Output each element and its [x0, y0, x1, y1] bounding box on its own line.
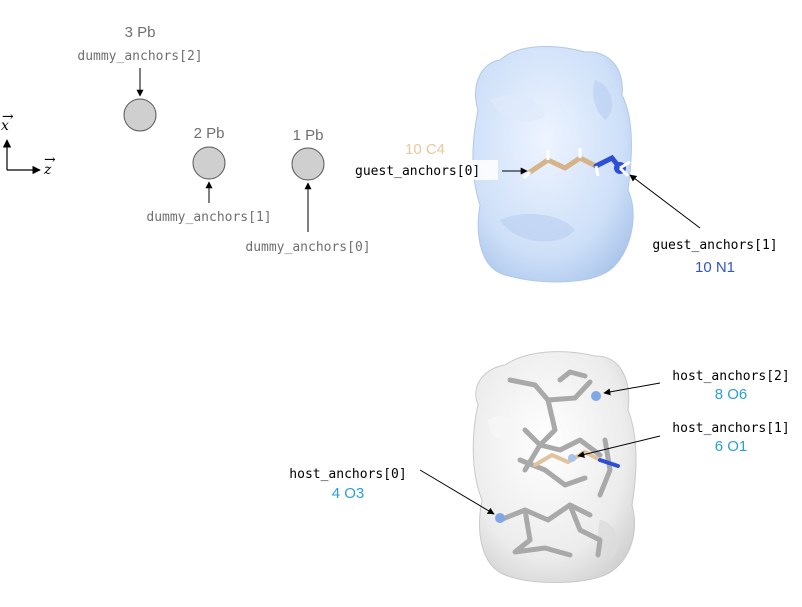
host-bond	[557, 369, 588, 383]
surface-bump	[488, 416, 519, 442]
dummy-atom-3: 3 Pb dummy_anchors[2]	[77, 24, 203, 132]
host-bond	[512, 507, 573, 558]
host-bond	[497, 502, 593, 523]
dummy-anchor-label: dummy_anchors[1]	[146, 210, 271, 225]
guest-anchor0-label: guest_anchors[0]	[355, 164, 480, 179]
guest-hydrogen	[594, 165, 600, 177]
surface-bump	[490, 95, 545, 122]
host-oxygen-atom-o1	[568, 454, 576, 462]
host-anchor0-arrow	[419, 469, 495, 515]
host-bond	[517, 457, 588, 488]
host-guest-inside	[533, 449, 620, 468]
host-oxygen-atom-o3	[495, 513, 505, 523]
guest-anchor1-label: guest_anchors[1]	[652, 238, 777, 253]
dummy-atom-sphere	[192, 146, 226, 180]
dummy-atom-1: 1 Pb dummy_anchors[0]	[245, 127, 370, 255]
guest-hydrogen	[618, 166, 630, 178]
host-anchor1-arrow	[577, 435, 661, 458]
guest-hydrogen	[619, 160, 631, 170]
x-axis-vector-mark: →	[2, 109, 14, 125]
host-anchor2-atom-label: 8 O6	[715, 386, 748, 403]
host-molecule	[497, 369, 613, 558]
host-bond	[567, 502, 603, 558]
host-anchor2-label: host_anchors[2]	[672, 369, 789, 384]
x-axis-label: x	[1, 118, 9, 134]
host-anchor0-label: host_anchors[0]	[289, 467, 406, 482]
guest-nitrogen-inside	[598, 458, 620, 468]
host-surface-gray	[472, 351, 637, 583]
dummy-atom-label: 1 Pb	[293, 127, 324, 144]
guest-hydrogen	[522, 170, 532, 180]
dummy-atom-label: 2 Pb	[194, 125, 225, 142]
surface-bump	[598, 520, 618, 560]
guest-bond-inside	[533, 449, 602, 467]
dummy-atom-sphere	[291, 147, 325, 181]
dummy-atom-2: 2 Pb dummy_anchors[1]	[146, 125, 271, 225]
guest-anchor1-atom-label: 10 N1	[695, 259, 735, 276]
guest-molecule	[522, 148, 631, 180]
dummy-atom-sphere	[123, 98, 157, 132]
z-axis-label: z	[43, 162, 52, 178]
host-anchor1-atom-label: 6 O1	[715, 438, 748, 455]
host-anchor0-atom-label: 4 O3	[332, 485, 365, 502]
host-bond	[597, 437, 613, 498]
guest-anchor0-label-bg	[352, 160, 498, 180]
dummy-anchor-label: dummy_anchors[2]	[77, 49, 202, 64]
host-bond	[522, 397, 558, 473]
surface-bump	[500, 214, 575, 242]
z-axis-vector-mark: →	[44, 152, 56, 168]
host-anchor2-arrow	[603, 382, 661, 396]
axes-indicator: x → z →	[1, 109, 56, 178]
host-complex-render	[472, 351, 637, 583]
host-bond	[522, 427, 603, 458]
dummy-atom-label: 3 Pb	[125, 24, 156, 41]
host-oxygen-atom-o6	[591, 391, 601, 401]
dummy-anchor-label: dummy_anchors[0]	[245, 240, 370, 255]
host-anchor1-label: host_anchors[1]	[672, 421, 789, 436]
guest-complex-render	[472, 46, 634, 283]
guest-anchor0-atom-label: 10 C4	[405, 141, 445, 158]
guest-anchor1-arrow	[629, 174, 701, 229]
surface-bump	[593, 80, 613, 120]
